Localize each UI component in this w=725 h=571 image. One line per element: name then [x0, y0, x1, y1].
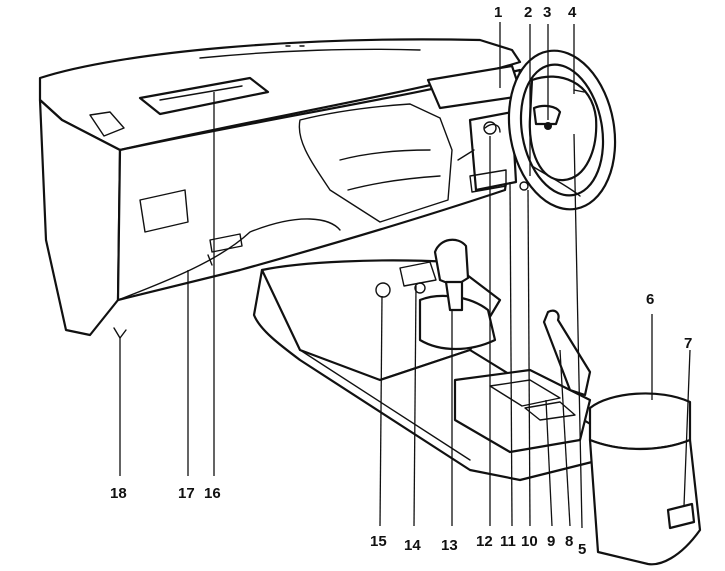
hood-release	[113, 327, 127, 339]
callout-2: 2	[524, 4, 532, 21]
callout-16: 16	[204, 485, 221, 502]
callout-12: 12	[476, 533, 493, 550]
callout-15: 15	[370, 533, 387, 550]
callout-1: 1	[494, 4, 502, 21]
callout-4: 4	[568, 4, 577, 21]
dashboard-body	[38, 38, 524, 337]
steering-wheel	[507, 49, 617, 211]
callout-3: 3	[543, 4, 551, 21]
callout-17: 17	[178, 485, 195, 502]
callout-13: 13	[441, 537, 458, 554]
instrument-switch	[483, 121, 529, 191]
callout-6: 6	[646, 291, 654, 308]
center-console	[252, 259, 602, 482]
callout-10: 10	[521, 533, 538, 550]
leader-lines	[119, 22, 691, 529]
callout-labels: 1 2 3 4 5 6 7 8 9 10 11 12 13 14 15 16 1…	[110, 4, 692, 558]
callout-11: 11	[500, 533, 516, 550]
callout-5: 5	[578, 541, 586, 558]
callout-7: 7	[684, 335, 692, 352]
callout-9: 9	[547, 533, 555, 550]
gear-shift-knob	[433, 238, 470, 312]
armrest-console	[588, 392, 702, 566]
callout-14: 14	[404, 537, 421, 554]
callout-18: 18	[110, 485, 127, 502]
callout-8: 8	[565, 533, 573, 550]
